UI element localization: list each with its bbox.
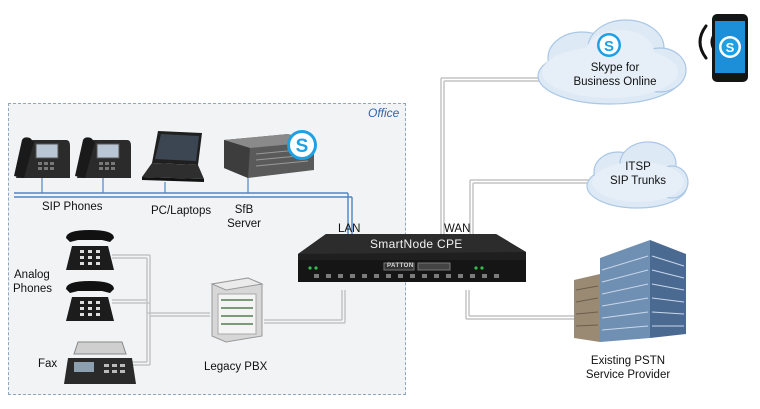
smartphone-icon: S [712, 14, 748, 82]
router-icon [298, 234, 526, 282]
analog-phones-label-2: Phones [13, 283, 53, 295]
skype-cloud-label-2: Business Online [573, 76, 657, 88]
fax-icon [64, 341, 136, 384]
analog-phone-icon [66, 230, 114, 270]
svg-text:S: S [726, 40, 735, 55]
skype-icon: S [597, 33, 621, 57]
office-label: Office [368, 106, 400, 120]
building-icon [574, 240, 686, 342]
provider-label-1: Existing PSTN [590, 355, 666, 367]
itsp-cloud-label-2: SIP Trunks [609, 175, 667, 187]
pc-laptops-label: PC/Laptops [151, 205, 212, 217]
smartnode-label: SmartNode CPE [370, 237, 463, 251]
lan-label: LAN [338, 223, 361, 235]
ip-phone-icon [75, 137, 131, 178]
svg-text:S: S [296, 136, 309, 157]
itsp-cloud-label-1: ITSP [625, 161, 651, 173]
provider-label-2: Service Provider [585, 369, 671, 381]
analog-phone-icon [66, 281, 114, 321]
legacy-pbx-label: Legacy PBX [204, 361, 268, 373]
ip-phone-icon [14, 137, 70, 178]
skype-cloud-label-1: Skype for [590, 62, 640, 74]
sfb-server-label-1: SfB [234, 204, 254, 216]
sip-phones-label: SIP Phones [42, 201, 103, 213]
analog-phones-label-1: Analog [14, 269, 50, 281]
wan-label: WAN [444, 223, 471, 235]
sfb-server-label-2: Server [227, 218, 261, 230]
lan-bus [14, 192, 353, 240]
svg-text:S: S [604, 38, 614, 55]
pbx-icon [210, 277, 264, 343]
fax-label: Fax [38, 358, 58, 370]
cloud-icon [586, 141, 689, 209]
laptop-icon [142, 131, 204, 182]
patton-brand: PATTON [387, 263, 414, 269]
skype-icon: S [287, 130, 317, 160]
